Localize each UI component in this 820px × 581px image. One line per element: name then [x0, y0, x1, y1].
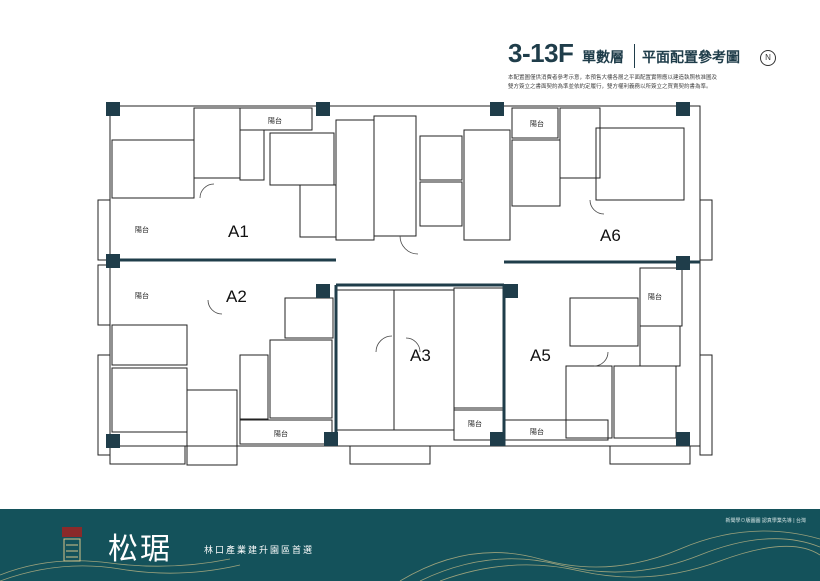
wave-pattern — [0, 530, 820, 581]
structural-column — [106, 102, 120, 116]
brand-name: 松琚 — [108, 532, 172, 567]
room — [335, 289, 395, 431]
balcony-label: 陽台 — [468, 419, 482, 428]
unit-label-a6: A6 — [600, 226, 621, 245]
balcony-strip — [349, 445, 431, 465]
room — [559, 107, 601, 179]
door-swing — [399, 235, 419, 255]
room — [595, 127, 685, 201]
balcony-room — [511, 107, 559, 139]
elevator — [419, 181, 463, 227]
structural-column — [316, 284, 330, 298]
room — [111, 139, 195, 199]
north-compass-icon: N — [760, 50, 776, 66]
unit-label-a1: A1 — [228, 222, 249, 241]
disclaimer-line-2: 雙方簽立之書面契約為準並依約定履行，雙方權利義務以所簽立之買賣契約書為準。 — [508, 84, 712, 90]
balcony-room — [503, 419, 609, 441]
disclaimer-line-1: 本配置圖僅供消費者參考示意，本預售大樓各層之平面配置實際應以建造執照核准圖及 — [508, 75, 718, 81]
door-swing — [589, 199, 605, 215]
balcony-label: 陽台 — [274, 429, 288, 438]
door-swing — [199, 183, 215, 199]
structural-column — [490, 432, 504, 446]
structural-column — [490, 102, 504, 116]
balcony-strip — [97, 264, 111, 326]
brand-footer: 松琚 林口產業建升園區首選 新聞學⊙版圖圖 認真學業先導 | 台灣 — [0, 509, 820, 581]
balcony-strip — [97, 354, 111, 456]
title-divider — [634, 44, 635, 68]
door-swing — [375, 335, 393, 353]
room — [511, 139, 561, 207]
room — [193, 107, 241, 179]
brand-slogan: 林口產業建升園區首選 — [204, 545, 315, 555]
structural-column — [676, 432, 690, 446]
balcony-strip — [609, 445, 691, 465]
corridor — [373, 115, 417, 237]
disclaimer-text: 本配置圖僅供消費者參考示意，本預售大樓各層之平面配置實際應以建造執照核准圖及 雙… — [508, 74, 758, 92]
balcony-label: 陽台 — [135, 225, 149, 234]
room — [239, 354, 269, 420]
room — [269, 339, 333, 419]
room — [111, 324, 188, 366]
elevator — [419, 135, 463, 181]
credit-text: 新聞學⊙版圖圖 認真學業先導 | 台灣 — [725, 518, 806, 524]
balcony-label: 陽台 — [268, 116, 282, 125]
room — [565, 365, 613, 439]
balcony-strip — [97, 199, 111, 261]
plan-title: 平面配置參考圖 — [642, 49, 740, 65]
unit-label-a3: A3 — [410, 346, 431, 365]
structural-column — [106, 434, 120, 448]
room — [269, 132, 335, 186]
balcony-label: 陽台 — [530, 427, 544, 436]
room — [186, 389, 238, 466]
structural-column — [676, 256, 690, 270]
plan-header: 3-13F 單數層 平面配置參考圖 N 本配置圖僅供消費者參考示意，本預售大樓各… — [508, 38, 808, 98]
structural-column — [316, 102, 330, 116]
balcony-room — [639, 267, 683, 327]
structural-column — [504, 284, 518, 298]
stair-core — [335, 119, 375, 241]
unit-label-a5: A5 — [530, 346, 551, 365]
balcony-label: 陽台 — [135, 291, 149, 300]
room — [639, 325, 681, 367]
room — [569, 297, 639, 347]
unit-label-a2: A2 — [226, 287, 247, 306]
floor-type-label: 單數層 — [582, 49, 624, 65]
room — [299, 184, 337, 238]
balcony-label: 陽台 — [530, 119, 544, 128]
stair-core — [463, 129, 511, 241]
balcony-strip — [109, 445, 186, 465]
balcony-strip — [699, 354, 713, 456]
room — [284, 297, 334, 339]
structural-column — [676, 102, 690, 116]
room — [453, 287, 505, 409]
structural-column — [106, 254, 120, 268]
floor-range-title: 3-13F — [508, 38, 574, 68]
room — [613, 365, 677, 439]
door-swing — [405, 337, 421, 353]
balcony-label: 陽台 — [648, 292, 662, 301]
balcony-room — [239, 107, 313, 131]
door-swing — [593, 351, 609, 367]
room — [111, 367, 188, 433]
room — [239, 129, 265, 181]
door-swing — [207, 299, 223, 315]
structural-column — [324, 432, 338, 446]
balcony-strip — [699, 199, 713, 261]
brand-logo-icon — [62, 527, 82, 562]
